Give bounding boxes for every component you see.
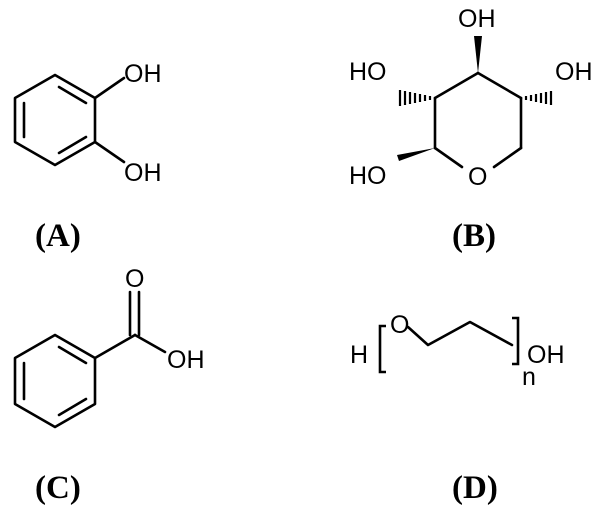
panel-a-atom-oh-top: OH <box>124 60 162 88</box>
panel-b-label: (B) <box>452 218 496 254</box>
panel-c-label: (C) <box>35 470 81 506</box>
panel-a-label: (A) <box>35 218 81 254</box>
panel-b-wedge-c1 <box>397 148 435 161</box>
panel-d-structure: H O n OH <box>350 311 565 391</box>
panel-c-bond-ring-to-carboxyl <box>93 333 137 360</box>
panel-d-label: (D) <box>452 470 498 506</box>
panel-c-ring <box>13 333 97 429</box>
panel-b-atom-ring-o: O <box>468 163 487 191</box>
panel-c-bond-to-oh <box>133 333 167 354</box>
panel-d-chain <box>406 320 514 347</box>
panel-d-bracket-right <box>512 316 520 366</box>
panel-b-atom-oh-top: OH <box>458 5 496 33</box>
panel-c-double-bond-2 <box>57 345 88 365</box>
panel-c-double-bond-3 <box>57 397 88 417</box>
panel-c-atom-oh: OH <box>167 346 205 374</box>
panel-b-wedge-c3 <box>474 36 482 73</box>
panel-b-atom-oh-right: OH <box>555 58 593 86</box>
panel-c-atom-carbonyl-o: O <box>125 265 144 293</box>
panel-d-atom-oh: OH <box>527 341 565 369</box>
panel-b-ring-bond-o-c1 <box>433 146 464 169</box>
panel-c-structure: O OH <box>13 265 205 429</box>
panel-a-bond-to-oh-bottom <box>93 140 126 164</box>
panel-b-ring-bond-c5-o <box>492 146 523 169</box>
panel-b-ring-bond-c3-c4 <box>476 71 523 100</box>
panel-a-structure: OH OH <box>13 60 162 187</box>
panel-d-subscript-n: n <box>522 363 536 391</box>
panel-d-bracket-left <box>378 324 386 374</box>
panel-a-atom-oh-bottom: OH <box>124 159 162 187</box>
panel-d-atom-h: H <box>350 341 368 369</box>
panel-a-ring <box>13 73 97 167</box>
panel-a-bond-to-oh-top <box>93 76 126 100</box>
panel-a-double-bond-3 <box>57 135 88 155</box>
panel-b-atom-ho-left: HO <box>349 58 387 86</box>
panel-b-atom-ho-bottom: HO <box>349 162 387 190</box>
panel-b-hash-c4 <box>524 91 553 105</box>
panel-b-structure: OH HO OH HO O <box>349 5 593 191</box>
panel-b-ring-bond-c2-c3 <box>433 71 480 100</box>
panel-a-double-bond-2 <box>57 85 88 105</box>
panel-b-hash-c2 <box>398 90 432 106</box>
panel-d-atom-o: O <box>390 311 409 339</box>
